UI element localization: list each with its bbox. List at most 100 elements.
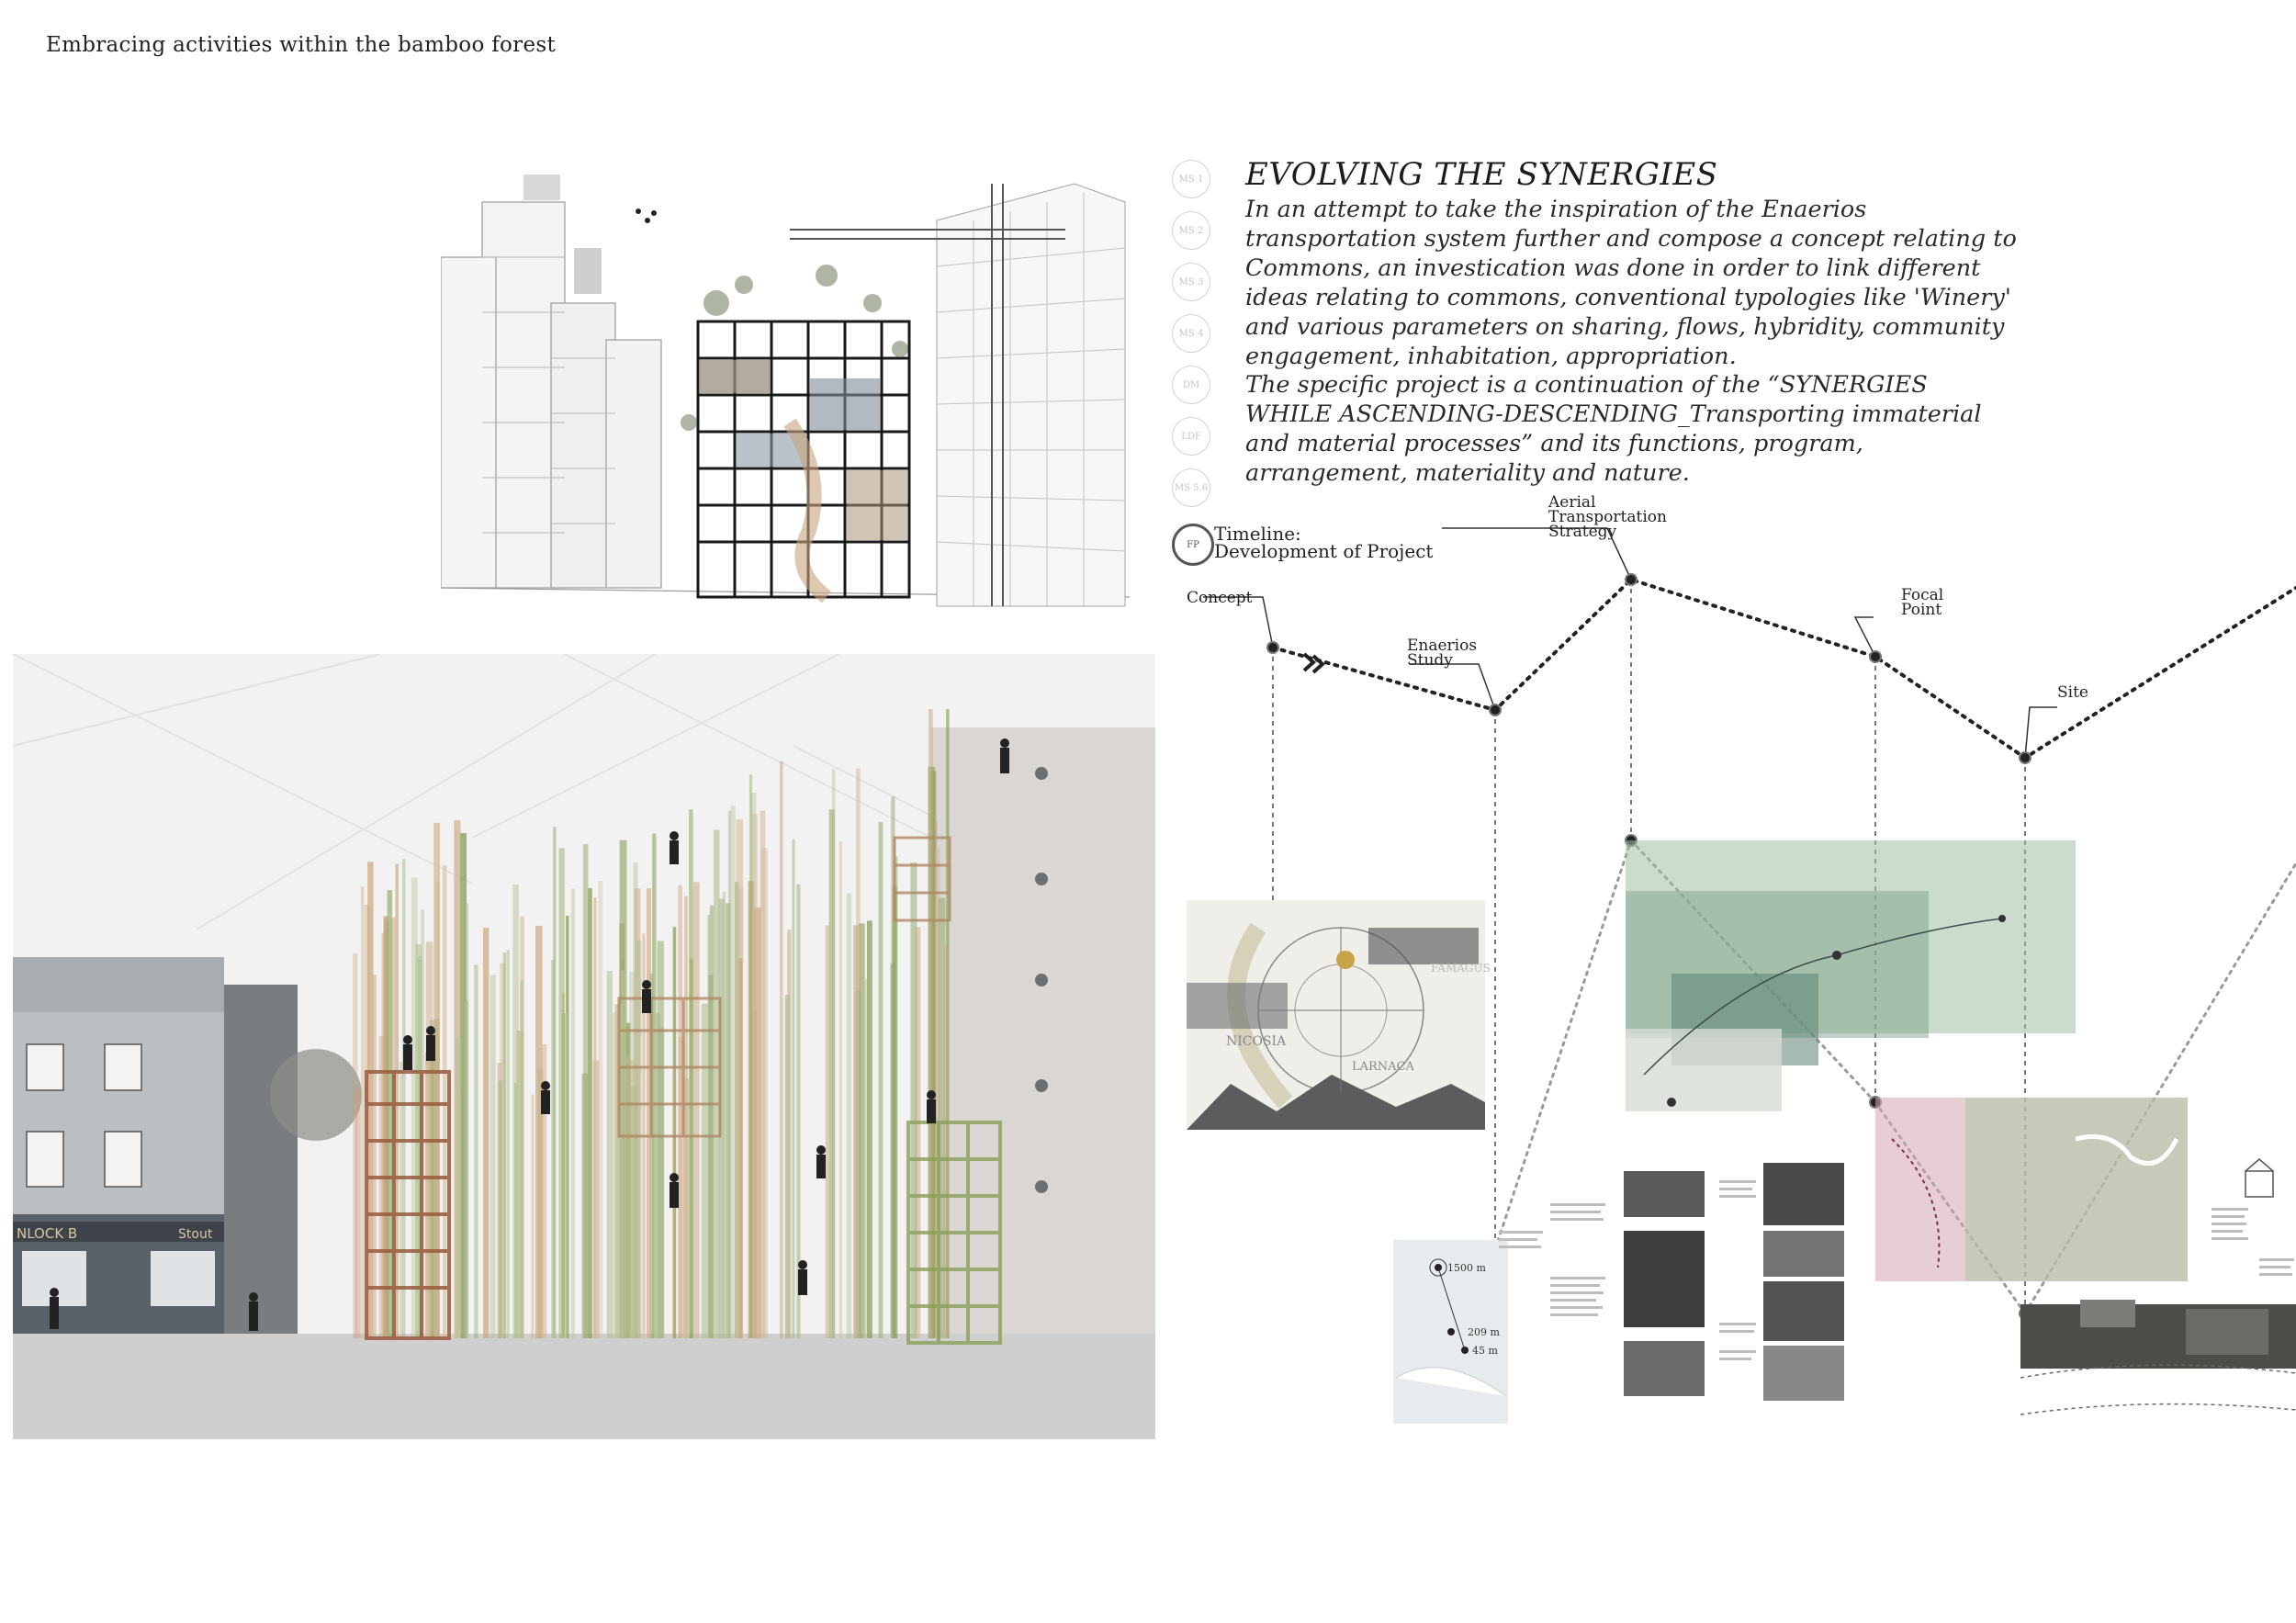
bamboo-stalk [498, 1080, 502, 1338]
bamboo-stalk [748, 881, 755, 1338]
timeline-label-line1: Timeline: [1214, 523, 1301, 545]
bamboo-stalk [561, 1013, 568, 1338]
height-label-209: 209 m [1468, 1326, 1500, 1338]
bamboo-stalk [581, 1073, 589, 1338]
bamboo-stalk [399, 1062, 403, 1338]
bamboo-stalk [780, 761, 783, 1338]
bamboo-stalk [753, 907, 761, 1338]
timeline-path [1271, 577, 2296, 761]
timeline-label: Timeline: Development of Project [1214, 523, 1434, 562]
bamboo-stalk [784, 995, 790, 1338]
node-concept [1266, 641, 1279, 654]
bamboo-stalk [353, 953, 358, 1338]
bamboo-stalk [678, 1037, 685, 1338]
bamboo-stalk [940, 923, 944, 1338]
bamboo-stalk [360, 886, 365, 1338]
bamboo-stalk [748, 774, 752, 1338]
bamboo-stalk [395, 863, 399, 1338]
bamboo-stalk [411, 877, 418, 1338]
bamboo-stalk [935, 847, 940, 1338]
bamboo-stalk [387, 890, 392, 1338]
timeline-label-concept: Concept [1187, 589, 1253, 607]
bamboo-stalk [553, 827, 557, 1338]
bamboo-stalk [588, 887, 592, 1338]
timeline-label-aerial-transportation: Aerial Transportation Strategy [1548, 493, 1667, 541]
bamboo-stalk [582, 844, 589, 1338]
bamboo-stalk [558, 848, 565, 1338]
bamboo-stalk [433, 822, 440, 1338]
bamboo-stalk [514, 1082, 517, 1338]
bamboo-stalk [652, 833, 657, 1338]
height-label-1500: 1500 m [1447, 1262, 1486, 1274]
bamboo-stalk [370, 975, 377, 1338]
bamboo-stalk [853, 925, 859, 1338]
focal-leader [1853, 616, 1876, 658]
bamboo-stalk [606, 971, 613, 1338]
continuation-paragraph: The specific project is a continuation o… [1245, 371, 1982, 487]
node-site [2019, 751, 2032, 764]
bamboo-stalk [678, 885, 682, 1338]
bamboo-stalk [738, 958, 743, 1338]
timeline-label-site: Site [2057, 683, 2088, 702]
bamboo-stalk [707, 915, 711, 1338]
intro-paragraph: In an attempt to take the inspiration of… [1245, 196, 2017, 370]
bamboo-stalk [838, 840, 843, 1338]
enaerios-study-map: 1500 m 209 m 45 m [1393, 1240, 1508, 1424]
bamboo-stalk [658, 1026, 665, 1338]
bamboo-stalk [690, 958, 693, 1338]
bamboo-stalk [355, 1088, 361, 1338]
bamboo-stalk [531, 1094, 535, 1338]
elevation-render: NLOCK B Stout [13, 654, 1155, 1439]
bamboo-stalk [630, 1086, 637, 1338]
bamboo-stalk [854, 990, 861, 1338]
page-title: Embracing activities within the bamboo f… [46, 33, 557, 57]
bamboo-stalk [825, 925, 829, 1338]
bamboo-stalk [633, 862, 638, 1338]
bamboo-stalk [516, 1031, 523, 1338]
bamboo-stalk [464, 1000, 468, 1338]
bamboo-stalk [682, 1078, 689, 1338]
site-photo-strip [2020, 1158, 2296, 1415]
timeline-badge: FP [1172, 524, 1214, 566]
bamboo-stalk [726, 903, 731, 1338]
bamboo-stalk [629, 972, 636, 1338]
concept-collage: NICOSIA LARNACA FAMAGUS [1187, 900, 1491, 1130]
bamboo-stalk [502, 952, 506, 1338]
bamboo-stalk [625, 1022, 631, 1338]
bamboo-stalk [401, 859, 406, 1338]
node-enaerios [1489, 704, 1502, 716]
bamboo-stalk [710, 905, 715, 1338]
timeline-label-line2: Development of Project [1214, 540, 1434, 562]
bamboo-stalk [490, 975, 496, 1338]
bamboo-stalk [760, 848, 768, 1338]
bamboo-stalk [428, 1038, 436, 1338]
concept-leader [1203, 596, 1274, 648]
bamboo-stalk [708, 975, 714, 1338]
bamboo-stalk [551, 960, 555, 1338]
chevron-arrow-icon [1302, 652, 1325, 674]
bamboo-stalk [910, 862, 917, 1338]
bamboo-stalk [928, 766, 935, 1338]
timeline-diagram: NICOSIA LARNACA FAMAGUS 1500 m 209 m 45 … [1187, 527, 2296, 1424]
bamboo-stalk [592, 1060, 600, 1338]
bamboo-stalk [861, 978, 867, 1338]
bamboo-stalk [649, 974, 654, 1338]
aerial-leader [1442, 527, 1632, 580]
node-focal [1869, 650, 1882, 663]
shop-sign-2: Stout [178, 1227, 213, 1242]
bamboo-stalk [929, 709, 933, 1338]
shop-sign: NLOCK B [17, 1225, 77, 1242]
bamboo-stalk [796, 884, 801, 1338]
perspective-sketch [441, 175, 1130, 607]
bamboo-stalk [751, 813, 759, 1338]
bamboo-stalk [634, 888, 641, 1338]
bamboo-stalk [614, 1004, 623, 1338]
bamboo-stalk [892, 885, 897, 1338]
map-label-famagusta: FAMAGUS [1431, 962, 1491, 975]
bamboo-stalk [730, 806, 736, 1338]
bamboo-stalk [542, 1044, 547, 1338]
bamboo-stalk [866, 920, 872, 1338]
stage-badge-dm: DM [1172, 366, 1210, 404]
bamboo-stalk [367, 862, 374, 1338]
bamboo-stalk [792, 839, 795, 1338]
